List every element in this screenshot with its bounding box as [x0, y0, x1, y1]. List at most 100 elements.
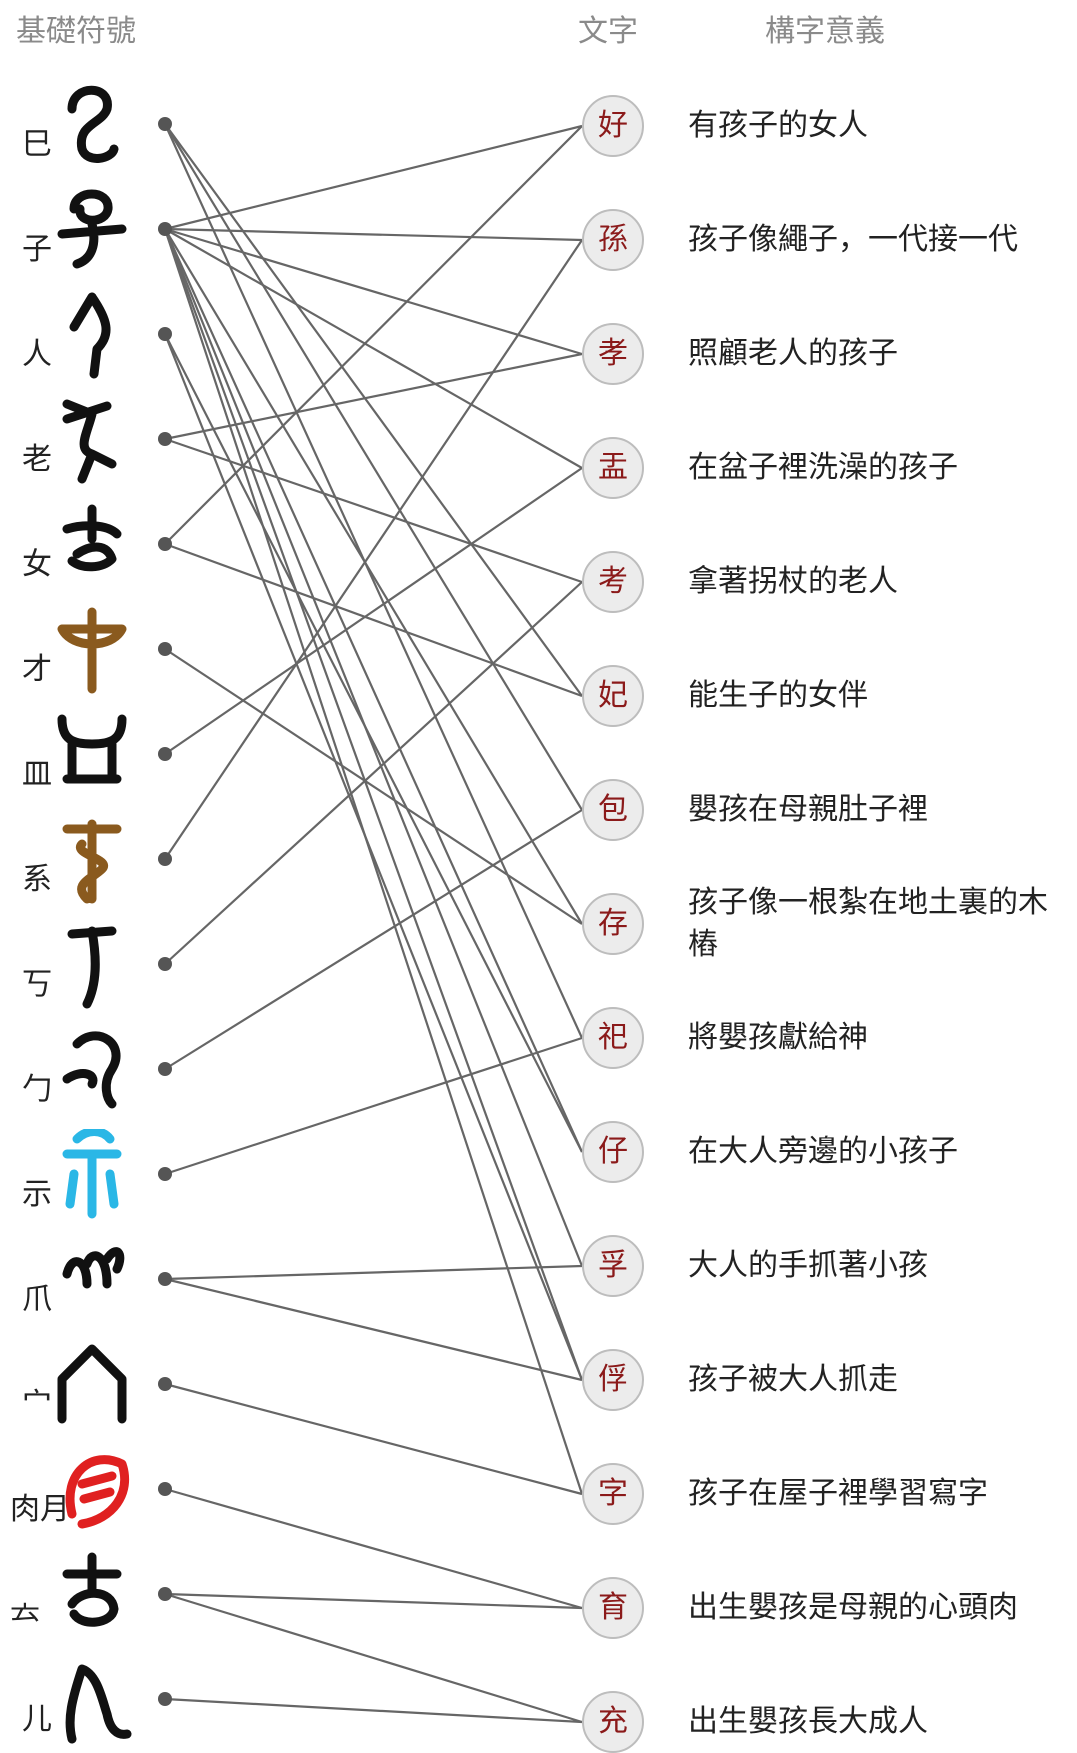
symbol-dot — [158, 642, 172, 656]
oracle-nv-icon — [52, 499, 132, 593]
oracle-min-icon — [52, 709, 132, 803]
character-node[interactable]: 孚 — [582, 1235, 644, 1297]
link-line — [164, 1697, 583, 1724]
character-node[interactable]: 包 — [582, 779, 644, 841]
link-line — [164, 1382, 583, 1496]
symbol-dot — [158, 957, 172, 971]
symbol-dot — [158, 1377, 172, 1391]
oracle-cai-icon — [52, 604, 132, 698]
symbol-label: 丂 — [22, 967, 52, 1002]
character-meaning: 拿著拐杖的老人 — [688, 564, 898, 599]
header-characters: 文字 — [578, 14, 638, 49]
link-line — [164, 228, 583, 469]
oracle-zhua-icon — [52, 1234, 132, 1328]
header-meaning: 構字意義 — [765, 14, 885, 49]
link-line — [164, 1592, 583, 1724]
link-line — [164, 228, 583, 925]
link-line — [164, 125, 583, 545]
link-line — [163, 228, 584, 1267]
character-meaning: 出生嬰孩長大成人 — [688, 1704, 928, 1739]
character-node[interactable]: 妃 — [582, 665, 644, 727]
oracle-zi-icon — [52, 184, 132, 278]
symbol-label: 示 — [22, 1177, 52, 1212]
link-line — [164, 1277, 583, 1382]
link-line — [163, 333, 584, 1381]
link-line — [164, 648, 583, 925]
character-meaning: 孩子在屋子裡學習寫字 — [688, 1476, 988, 1511]
character-meaning: 將嬰孩獻給神 — [688, 1020, 868, 1055]
symbol-dot — [158, 1482, 172, 1496]
symbol-label: 子 — [22, 232, 52, 267]
character-node[interactable]: 充 — [582, 1691, 644, 1753]
symbol-dot — [158, 1062, 172, 1076]
character-meaning: 孩子像一根紮在地土裏的木樁 — [688, 885, 1048, 962]
oracle-bao-icon — [52, 1024, 132, 1118]
link-line — [164, 352, 583, 441]
symbol-label: 人 — [22, 337, 52, 372]
character-meaning: 嬰孩在母親肚子裡 — [688, 792, 928, 827]
oracle-tu-icon — [52, 1549, 132, 1643]
symbol-label: 儿 — [22, 1702, 52, 1737]
link-line — [163, 228, 584, 1153]
link-line — [164, 227, 583, 356]
link-line — [164, 1592, 583, 1610]
character-meaning: 有孩子的女人 — [688, 108, 868, 143]
link-line — [163, 123, 584, 1039]
link-line — [164, 542, 583, 698]
character-node[interactable]: 孝 — [582, 323, 644, 385]
character-meaning: 照顧老人的孩子 — [688, 336, 898, 371]
symbol-dot — [158, 117, 172, 131]
character-meaning: 能生子的女伴 — [688, 678, 868, 713]
link-line — [164, 333, 583, 1153]
character-node[interactable]: 存 — [582, 893, 644, 955]
symbol-label: 老 — [22, 442, 52, 477]
link-line — [164, 467, 583, 755]
symbol-dot — [158, 432, 172, 446]
oracle-shi-icon — [52, 1127, 132, 1223]
symbol-dot — [158, 537, 172, 551]
link-line — [164, 239, 583, 860]
oracle-rou-icon — [52, 1444, 132, 1538]
link-line — [164, 123, 583, 697]
character-meaning: 大人的手抓著小孩 — [688, 1248, 928, 1283]
character-meaning: 出生嬰孩是母親的心頭肉 — [688, 1590, 1018, 1625]
oracle-xi-icon — [52, 814, 132, 908]
character-node[interactable]: 仔 — [582, 1121, 644, 1183]
link-line — [164, 1036, 583, 1176]
symbol-label: 爪 — [22, 1282, 52, 1317]
link-line — [164, 437, 583, 584]
link-line — [163, 228, 584, 1381]
link-line — [164, 809, 583, 1070]
symbol-label: 系 — [22, 862, 52, 897]
symbol-dot — [158, 1167, 172, 1181]
symbol-dot — [158, 222, 172, 236]
character-node[interactable]: 好 — [582, 95, 644, 157]
link-line — [164, 581, 583, 965]
symbol-dot — [158, 747, 172, 761]
link-line — [164, 1487, 583, 1610]
character-node[interactable]: 盂 — [582, 437, 644, 499]
oracle-ren-icon — [52, 289, 132, 383]
symbol-dot — [158, 852, 172, 866]
oracle-kao-icon — [52, 919, 132, 1013]
character-meaning: 在盆子裡洗澡的孩子 — [688, 450, 958, 485]
symbol-label: 巳 — [22, 127, 52, 162]
character-node[interactable]: 字 — [582, 1463, 644, 1525]
character-node[interactable]: 考 — [582, 551, 644, 613]
character-node[interactable]: 孫 — [582, 209, 644, 271]
symbol-label: 宀 — [22, 1387, 52, 1422]
character-node[interactable]: 祀 — [582, 1007, 644, 1069]
character-meaning: 孩子像繩子，一代接一代 — [688, 222, 1018, 257]
character-node[interactable]: 育 — [582, 1577, 644, 1639]
character-node[interactable]: 俘 — [582, 1349, 644, 1411]
link-line — [164, 123, 583, 811]
symbol-label: 肉月 — [10, 1492, 70, 1527]
oracle-si-icon — [52, 79, 132, 173]
symbol-dot — [158, 1272, 172, 1286]
symbol-label: 𠫓 — [10, 1597, 40, 1632]
symbol-dot — [158, 327, 172, 341]
symbol-dot — [158, 1692, 172, 1706]
link-line — [164, 1264, 583, 1281]
